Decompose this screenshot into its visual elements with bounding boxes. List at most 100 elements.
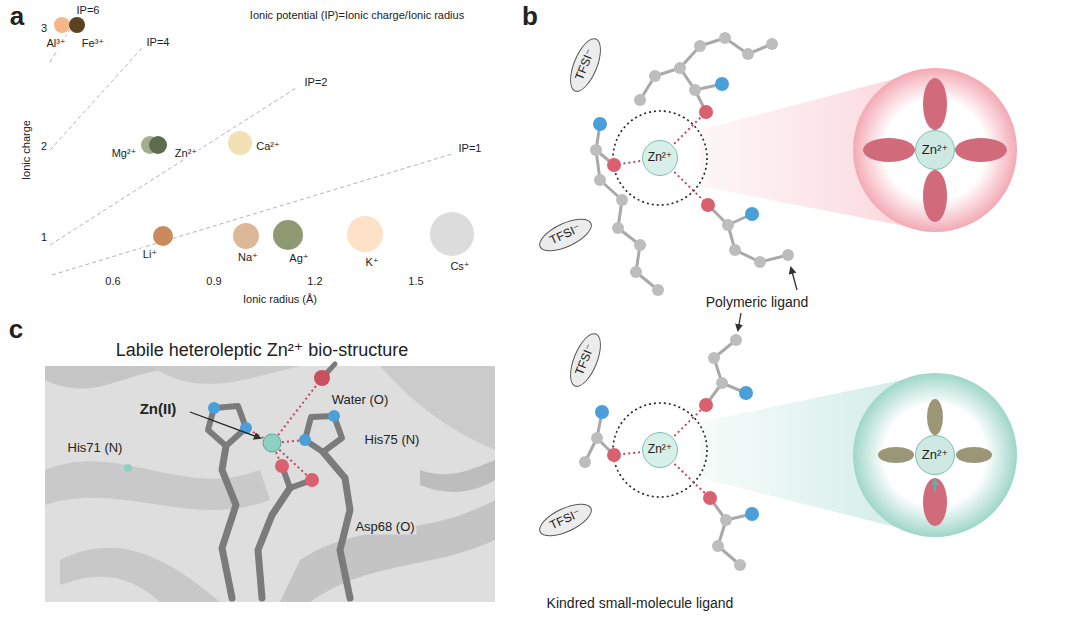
ligand-molecule <box>699 398 713 412</box>
node-text: TFSI⁻ <box>573 343 597 378</box>
text-label: Cs⁺ <box>448 260 471 273</box>
ion-bubble <box>430 212 474 256</box>
ligand-molecule <box>782 249 794 261</box>
pointer-arrow <box>738 313 741 330</box>
ligand-molecule <box>716 377 728 389</box>
protein-structure <box>263 434 281 452</box>
ligand-molecule <box>703 491 717 505</box>
text-label: Kindred small-molecule ligand <box>545 595 736 611</box>
text-label: His75 (N) <box>363 433 422 448</box>
ligand-molecule <box>754 256 766 268</box>
ligand-molecule <box>595 405 609 419</box>
text-label: His71 (N) <box>66 441 125 456</box>
protein-structure <box>420 460 495 492</box>
protein-structure <box>190 412 260 438</box>
ligand-molecule <box>649 70 661 82</box>
ion-bubble <box>69 17 85 33</box>
protein-structure <box>305 473 319 487</box>
ligand-molecule <box>699 105 713 119</box>
ion-bubble <box>273 220 303 250</box>
node-text: Zn²⁺ <box>922 448 948 462</box>
ip-guide-line <box>50 88 296 245</box>
ion-bubble <box>228 131 252 155</box>
ion-bubble <box>54 17 474 256</box>
text-label: IP=1 <box>457 142 484 155</box>
ligand-molecule <box>689 84 701 96</box>
node-text: Zn²⁺ <box>648 443 672 456</box>
ligand-molecule <box>729 244 741 256</box>
ligand-molecule <box>734 559 746 571</box>
orbital-lobe <box>923 478 947 526</box>
anion-ellipse: TFSI⁻ <box>563 34 607 96</box>
ion-bubble <box>149 136 167 154</box>
ligand-molecule <box>701 198 715 212</box>
text-label: IP=2 <box>303 76 330 89</box>
protein-structure <box>258 488 290 598</box>
text-label: Ionic charge <box>20 118 33 182</box>
ligand-molecule <box>745 507 759 521</box>
ligand-molecule <box>634 239 646 251</box>
orbital-lobe <box>927 399 943 435</box>
text-label: 3 <box>39 22 49 35</box>
orbital-lobe <box>878 447 914 463</box>
protein-structure <box>323 452 350 598</box>
ligand-molecule <box>720 514 732 526</box>
ip-guide-line <box>50 48 142 150</box>
node-text: Zn²⁺ <box>648 151 672 164</box>
text-label: 1 <box>39 231 49 244</box>
text-label: Ag⁺ <box>287 252 310 265</box>
ligand-molecule <box>742 48 754 60</box>
protein-structure <box>272 378 322 443</box>
protein-structure <box>124 464 132 472</box>
text-label: 1.5 <box>406 275 425 288</box>
protein-structure <box>222 446 236 598</box>
ligand-molecule <box>712 540 724 552</box>
protein-structure <box>280 500 495 602</box>
text-label: K⁺ <box>363 256 380 269</box>
orbital-lobe <box>923 170 947 222</box>
zinc-ion: Zn²⁺ <box>642 432 678 468</box>
magnified-view <box>853 68 1017 232</box>
pointer-arrow <box>791 268 797 290</box>
orbital-lobe <box>878 399 992 526</box>
orbital-lobe <box>934 480 936 492</box>
text-label: 2 <box>39 140 49 153</box>
ligand-molecule <box>722 219 734 231</box>
text-label: Zn²⁺ <box>173 147 199 160</box>
magnified-view <box>853 373 1017 537</box>
ligand-molecule <box>730 334 742 346</box>
ligand-molecule <box>594 174 606 186</box>
ion-bubble <box>347 216 383 252</box>
ligand-molecule <box>616 194 628 206</box>
node-text: TFSI⁻ <box>548 507 583 533</box>
text-label: Ionic radius (Å) <box>241 293 319 306</box>
ligand-molecule <box>591 432 603 444</box>
ligand-molecule <box>766 38 778 50</box>
protein-structure <box>45 366 160 389</box>
text-label: 0.9 <box>204 275 223 288</box>
zinc-ion: Zn²⁺ <box>915 130 955 170</box>
protein-structure <box>246 378 322 480</box>
ligand-molecule <box>715 77 729 91</box>
ion-bubble <box>233 223 259 249</box>
protein-structure <box>208 402 220 414</box>
anion-ellipse: TFSI⁻ <box>534 497 596 543</box>
panel-letter: a <box>8 2 26 32</box>
ip-guide-line <box>52 154 452 275</box>
ion-bubble <box>54 17 70 33</box>
ligand-molecule <box>694 40 706 52</box>
orbital-lobe <box>923 78 947 130</box>
ip-guide-line <box>50 16 452 275</box>
text-label: IP=4 <box>145 36 172 49</box>
text-label: Zn(II) <box>138 400 179 417</box>
ligand-molecule <box>708 352 720 364</box>
orbital-lobe <box>863 138 915 162</box>
protein-structure <box>275 459 289 473</box>
ligand-molecule <box>607 158 621 172</box>
text-label: 0.6 <box>103 275 122 288</box>
coordination-sphere <box>613 111 707 205</box>
anion-ellipse: TFSI⁻ <box>563 329 607 391</box>
ligand-molecule <box>674 62 686 74</box>
panel-letter: c <box>7 315 25 345</box>
ligand-molecule <box>745 207 759 221</box>
